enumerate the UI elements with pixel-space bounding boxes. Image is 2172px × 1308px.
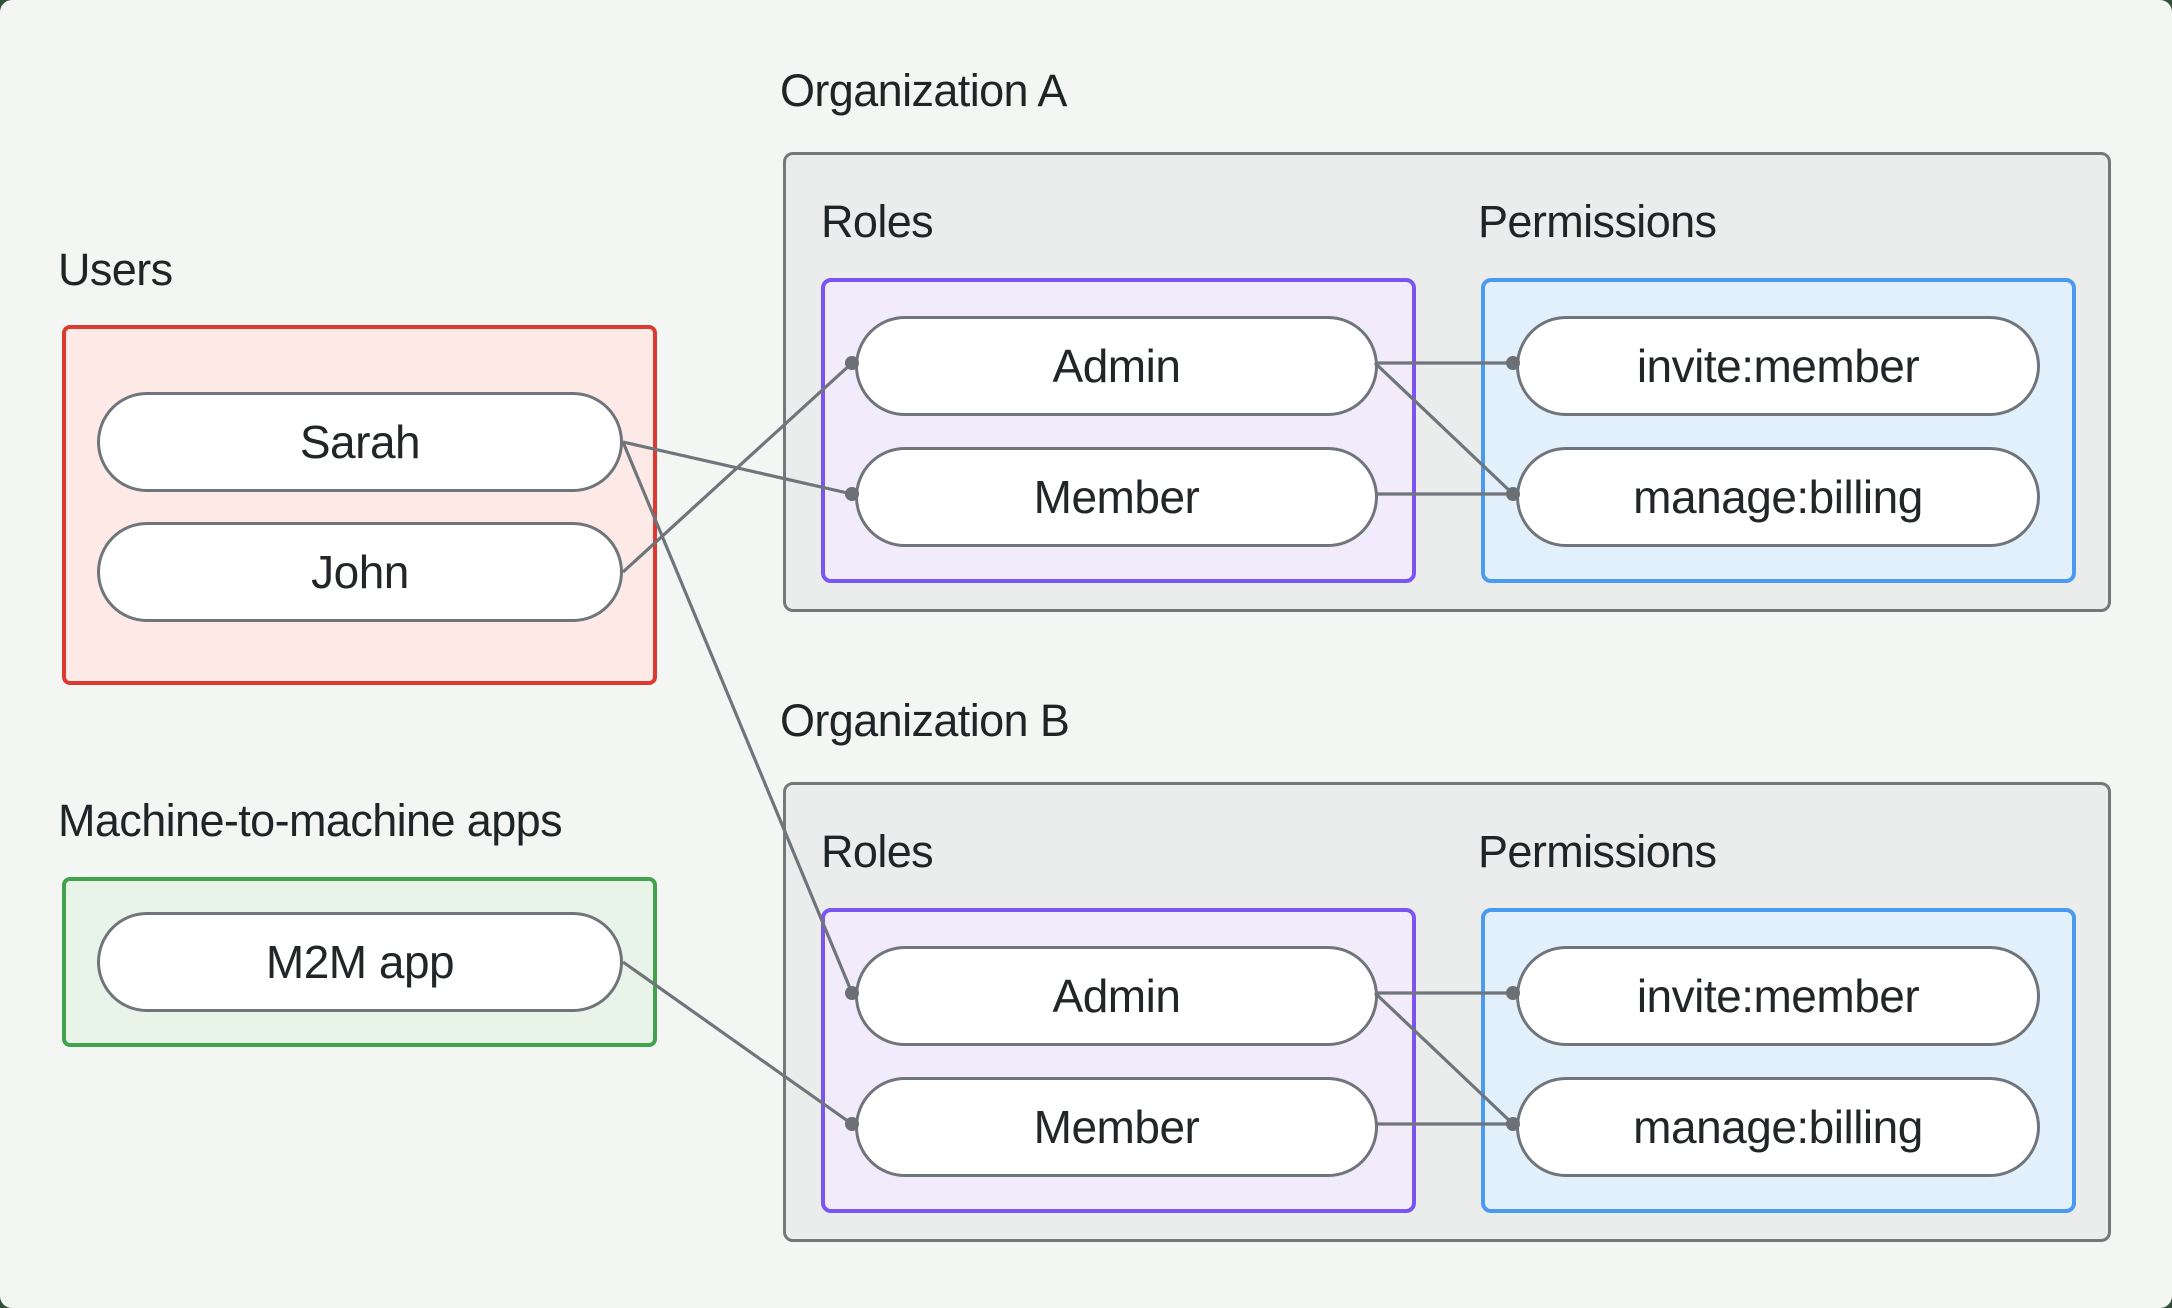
org-b-role-pill-admin: Admin bbox=[855, 946, 1378, 1046]
m2m-app-pill: M2M app bbox=[97, 912, 623, 1012]
org-a-title: Organization A bbox=[780, 65, 1067, 116]
user-pill-john: John bbox=[97, 522, 623, 622]
org-a-permissions-label: Permissions bbox=[1478, 196, 1717, 247]
user-pill-john-label: John bbox=[311, 546, 409, 598]
org-a-permission-invite-member-label: invite:member bbox=[1636, 340, 1920, 392]
org-a-role-pill-member: Member bbox=[855, 447, 1378, 547]
users-group-label: Users bbox=[58, 244, 173, 295]
org-a-box: Roles Permissions Admin Member invite:me… bbox=[783, 152, 2111, 612]
org-b-box: Roles Permissions Admin Member invite:me… bbox=[783, 782, 2111, 1242]
org-b-permission-pill-invite-member: invite:member bbox=[1516, 946, 2040, 1046]
org-a-permission-manage-billing-label: manage:billing bbox=[1633, 471, 1923, 523]
org-b-permission-manage-billing-label: manage:billing bbox=[1633, 1101, 1923, 1153]
org-a-permission-pill-manage-billing: manage:billing bbox=[1516, 447, 2040, 547]
org-a-role-member-label: Member bbox=[1033, 471, 1200, 523]
m2m-app-pill-label: M2M app bbox=[265, 936, 455, 988]
org-a-permission-pill-invite-member: invite:member bbox=[1516, 316, 2040, 416]
org-a-roles-label: Roles bbox=[821, 196, 934, 247]
org-b-title: Organization B bbox=[780, 695, 1070, 746]
org-a-role-admin-label: Admin bbox=[1052, 340, 1181, 392]
user-pill-sarah-label: Sarah bbox=[299, 416, 421, 468]
org-b-roles-label: Roles bbox=[821, 826, 934, 877]
org-b-role-admin-label: Admin bbox=[1052, 970, 1181, 1022]
users-group-box bbox=[62, 325, 657, 685]
org-b-role-member-label: Member bbox=[1033, 1101, 1200, 1153]
org-b-permissions-label: Permissions bbox=[1478, 826, 1717, 877]
org-b-permission-invite-member-label: invite:member bbox=[1636, 970, 1920, 1022]
m2m-group-label: Machine-to-machine apps bbox=[58, 795, 563, 846]
user-pill-sarah: Sarah bbox=[97, 392, 623, 492]
org-b-role-pill-member: Member bbox=[855, 1077, 1378, 1177]
org-b-permission-pill-manage-billing: manage:billing bbox=[1516, 1077, 2040, 1177]
org-a-role-pill-admin: Admin bbox=[855, 316, 1378, 416]
